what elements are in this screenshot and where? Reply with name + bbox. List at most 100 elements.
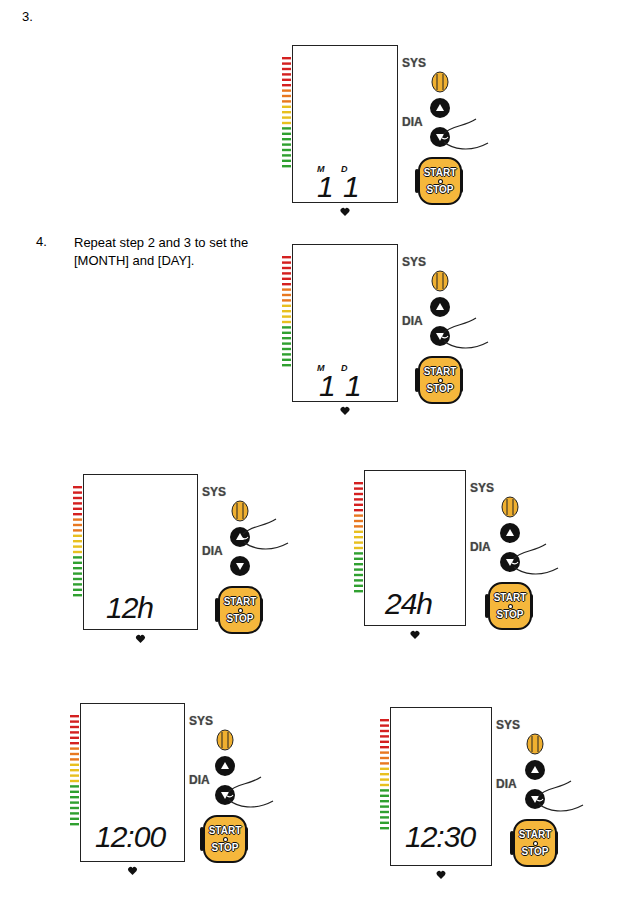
start-stop-button: STARTSTOP xyxy=(418,356,462,404)
level-bar xyxy=(73,589,82,591)
level-bar xyxy=(354,509,363,511)
level-bar xyxy=(282,111,291,113)
fingernail xyxy=(512,562,518,564)
level-bar xyxy=(380,757,389,759)
button-text: START xyxy=(224,596,257,608)
illustration-stroke xyxy=(443,273,444,289)
finger-outline xyxy=(228,777,261,792)
button-dot xyxy=(509,605,512,608)
sys-label: SYS xyxy=(470,481,494,495)
start-stop-button: STARTSTOP xyxy=(488,582,532,630)
level-bar xyxy=(380,822,389,824)
level-bar xyxy=(354,547,363,549)
level-bar xyxy=(354,520,363,522)
button-text: STOP xyxy=(226,613,253,625)
finger-outline xyxy=(444,142,488,149)
level-bar xyxy=(282,127,291,129)
level-bar xyxy=(282,288,291,290)
sys-label: SYS xyxy=(202,485,226,499)
level-bar xyxy=(380,719,389,721)
level-bar xyxy=(70,785,79,787)
button-text: START xyxy=(424,366,457,378)
finger-outline xyxy=(513,544,546,559)
start-stop-button: START STOP xyxy=(218,586,262,634)
finger-outline xyxy=(444,341,488,348)
level-bar xyxy=(282,68,291,70)
level-bar xyxy=(282,160,291,162)
level-bar xyxy=(282,256,291,258)
finger-outline xyxy=(443,119,476,134)
fingernail xyxy=(442,137,448,139)
illustration-stroke xyxy=(243,503,244,519)
level-bar xyxy=(70,823,79,825)
lcd-screen: 12:00 xyxy=(80,703,185,862)
level-bar xyxy=(380,784,389,786)
level-bar xyxy=(70,764,79,766)
step-number: 4. xyxy=(36,234,47,249)
memory-button xyxy=(527,734,543,754)
level-bar xyxy=(282,267,291,269)
level-bar xyxy=(354,514,363,516)
start-stop-button: STARTSTOP xyxy=(418,157,462,205)
finger-outline xyxy=(244,542,288,549)
level-bar xyxy=(380,735,389,737)
level-bar xyxy=(73,567,82,569)
up-button xyxy=(430,297,450,317)
sys-label: SYS xyxy=(402,255,426,269)
level-bar xyxy=(73,594,82,596)
level-bar xyxy=(73,508,82,510)
button-dot xyxy=(439,379,442,382)
up-arrow xyxy=(506,529,514,536)
level-bar xyxy=(282,332,291,334)
level-bar xyxy=(73,491,82,493)
button-text: STOP xyxy=(211,842,238,854)
level-bar xyxy=(282,154,291,156)
level-bar xyxy=(70,791,79,793)
level-bar xyxy=(282,321,291,323)
level-bar xyxy=(380,789,389,791)
level-bar xyxy=(282,305,291,307)
button-dot xyxy=(534,842,537,845)
level-bar xyxy=(282,272,291,274)
down-arrow xyxy=(236,563,244,570)
level-bar xyxy=(282,353,291,355)
start-stop-button: STARTSTOP xyxy=(203,815,247,863)
button-text: START xyxy=(494,592,527,604)
dia-label: DIA xyxy=(402,115,423,129)
up-arrow xyxy=(436,104,444,111)
level-bar xyxy=(380,730,389,732)
level-bar xyxy=(73,556,82,558)
illustration-stroke xyxy=(443,74,444,90)
level-bar xyxy=(354,504,363,506)
lcd-screen: 24h xyxy=(364,470,466,626)
lcd-screen: MD11 xyxy=(292,45,398,203)
level-bar xyxy=(73,529,82,531)
illustration-stroke xyxy=(437,74,438,90)
level-bar xyxy=(380,773,389,775)
button-dot xyxy=(224,838,227,841)
level-bar xyxy=(73,524,82,526)
finger-outline xyxy=(538,781,571,796)
level-bar xyxy=(354,585,363,587)
down-arrow xyxy=(221,792,229,799)
lcd-screen: 12:30 xyxy=(390,707,492,866)
illustration-stroke xyxy=(513,499,514,515)
level-bar xyxy=(380,762,389,764)
fingernail xyxy=(227,795,233,797)
button-dot xyxy=(239,609,242,612)
level-bar xyxy=(70,731,79,733)
fingernail xyxy=(537,799,543,801)
level-bar xyxy=(282,79,291,81)
up-arrow xyxy=(436,303,444,310)
level-bar xyxy=(73,562,82,564)
up-button xyxy=(215,756,235,776)
level-bar xyxy=(282,283,291,285)
level-bar xyxy=(380,746,389,748)
dia-label: DIA xyxy=(470,540,491,554)
level-bar xyxy=(354,558,363,560)
memory-button xyxy=(217,730,233,750)
level-bar xyxy=(70,753,79,755)
level-bar xyxy=(73,535,82,537)
illustration-stroke xyxy=(237,503,238,519)
memory-button xyxy=(432,72,448,92)
